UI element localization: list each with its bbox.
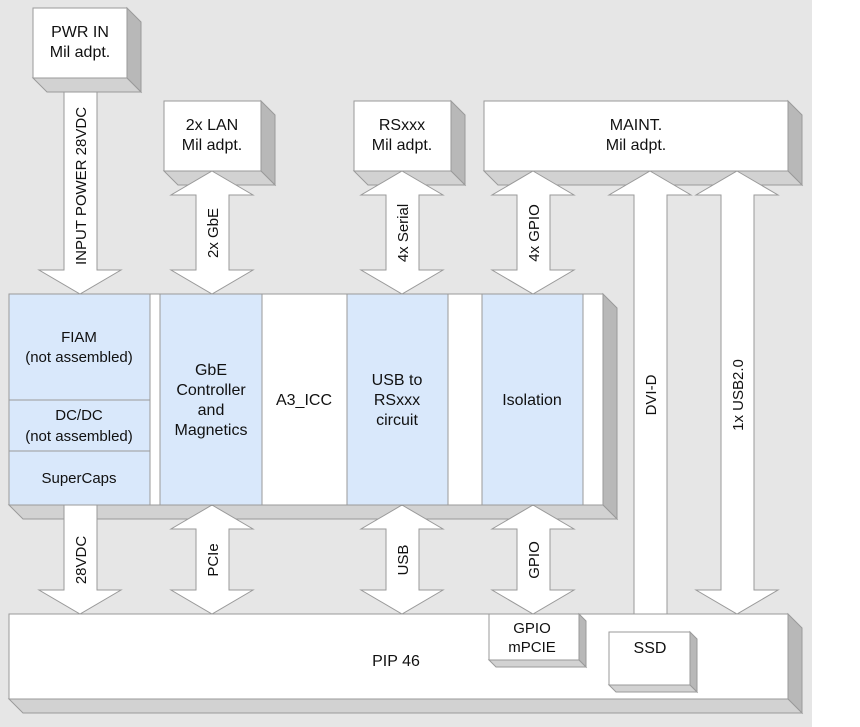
dcdc-cell xyxy=(8,399,151,452)
fiam-line2: (not assembled) xyxy=(25,349,133,366)
gbe-line1: GbE xyxy=(195,362,227,379)
gpio-mpcie-box: GPIO mPCIE xyxy=(487,612,588,669)
input-power-arrow: INPUT POWER 28VDC xyxy=(37,91,123,295)
pwr-in-line2: Mil adpt. xyxy=(50,44,110,61)
usb-rs-line1: USB to xyxy=(372,372,423,389)
vdc28-label: 28VDC xyxy=(73,536,90,585)
usb-rs-line3: circuit xyxy=(376,412,418,429)
usb2-label: 1x USB2.0 xyxy=(730,359,747,431)
usb-rs-line2: RSxxx xyxy=(374,392,420,409)
lan-line1: 2x LAN xyxy=(186,117,238,134)
dcdc-line2: (not assembled) xyxy=(25,428,133,445)
maint-line1: MAINT. xyxy=(610,117,662,134)
fiam-cell xyxy=(8,293,151,401)
gbe-controller-cell xyxy=(159,293,263,506)
rsxxx-line2: Mil adpt. xyxy=(372,137,432,154)
isolation-cell xyxy=(481,293,584,506)
ssd-box: SSD xyxy=(607,630,699,694)
gpio-mpcie-line1: GPIO xyxy=(513,620,551,637)
gbe2x-label: 2x GbE xyxy=(205,208,222,258)
supercaps-cell xyxy=(8,450,151,506)
gbe-line3: and xyxy=(198,402,225,419)
gpio-mpcie-line2: mPCIE xyxy=(508,639,556,656)
vdc28-arrow: 28VDC xyxy=(37,504,123,615)
dcdc-line1: DC/DC xyxy=(55,407,103,424)
a3-icc-label: A3_ICC xyxy=(276,392,332,409)
rsxxx-line1: RSxxx xyxy=(379,117,425,134)
lan-box: 2x LAN Mil adpt. xyxy=(162,99,277,187)
lan-line2: Mil adpt. xyxy=(182,137,242,154)
dvi-label: DVI-D xyxy=(643,374,660,415)
usb-label: USB xyxy=(395,545,412,576)
pwr-in-line1: PWR IN xyxy=(51,24,109,41)
gbe-line4: Magnetics xyxy=(175,422,248,439)
gpio-label: GPIO xyxy=(526,541,543,579)
rsxxx-box: RSxxx Mil adpt. xyxy=(352,99,467,187)
isolation-label: Isolation xyxy=(502,392,562,409)
main-board: FIAM (not assembled) DC/DC (not assemble… xyxy=(7,292,619,521)
gpio4x-label: 4x GPIO xyxy=(526,204,543,262)
gbe-line2: Controller xyxy=(176,382,246,399)
pip46-label: PIP 46 xyxy=(372,653,420,670)
pwr-in-box: PWR IN Mil adpt. xyxy=(31,6,143,94)
maint-box: MAINT. Mil adpt. xyxy=(482,99,804,187)
supercaps-label: SuperCaps xyxy=(41,470,116,487)
input-power-label: INPUT POWER 28VDC xyxy=(73,107,90,265)
fiam-line1: FIAM xyxy=(61,329,97,346)
ssd-label: SSD xyxy=(634,640,667,657)
serial4x-label: 4x Serial xyxy=(395,204,412,262)
pcie-label: PCIe xyxy=(205,543,222,576)
usb-rs-cell xyxy=(346,293,449,506)
maint-line2: Mil adpt. xyxy=(606,137,666,154)
